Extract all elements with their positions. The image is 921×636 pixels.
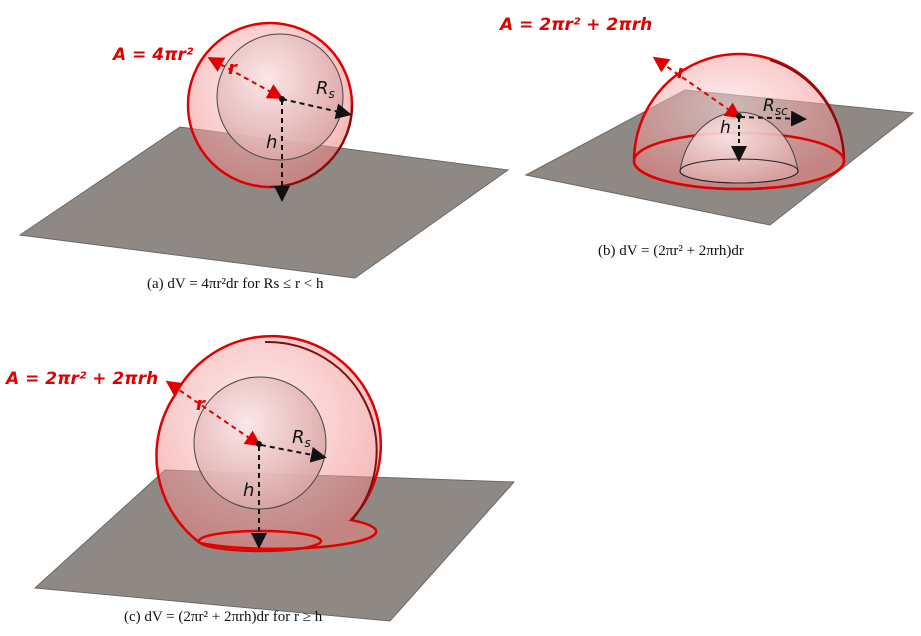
caption-c: (c) dV = (2πr² + 2πrh)dr for r ≥ h [124,609,323,625]
inner-radius-label: Rsc [763,96,788,118]
outer-hemisphere-shade [769,59,845,162]
radius-label: r [677,62,687,83]
area-formula: A = 2πr² + 2πrh [4,369,158,389]
inner-radius-label: Rs [292,427,311,450]
ground-plane [18,126,510,279]
inner-radius-label: Rs [316,78,335,101]
radius-r-arrow [652,56,742,119]
area-formula: A = 4πr² [111,45,194,65]
center-point [256,441,262,447]
height-label: h [720,118,731,138]
caption-a: (a) dV = 4πr²dr for Rs ≤ r < h [147,276,324,292]
radius-r-arrow [207,57,284,99]
panel-c: A = 2πr² + 2πrh r Rs h [4,334,516,622]
center-point [736,113,742,119]
radius-rs-arrow [260,444,327,463]
radius-rs-arrow [281,98,352,120]
outer-sphere-shade [264,340,378,521]
panel-b: A = 2πr² + 2πrh r Rsc h [498,15,915,226]
radius-label: r [228,58,238,79]
outer-sphere-shade [269,104,353,188]
panel-a: A = 4πr² r Rs h [18,21,510,279]
radius-rsc-arrow [739,110,807,127]
center-point [279,96,285,102]
area-formula: A = 2πr² + 2πrh [498,15,652,35]
height-label: h [243,480,254,501]
caption-b: (b) dV = (2πr² + 2πrh)dr [598,243,744,259]
radius-label: r [196,394,206,415]
height-label: h [266,132,277,153]
